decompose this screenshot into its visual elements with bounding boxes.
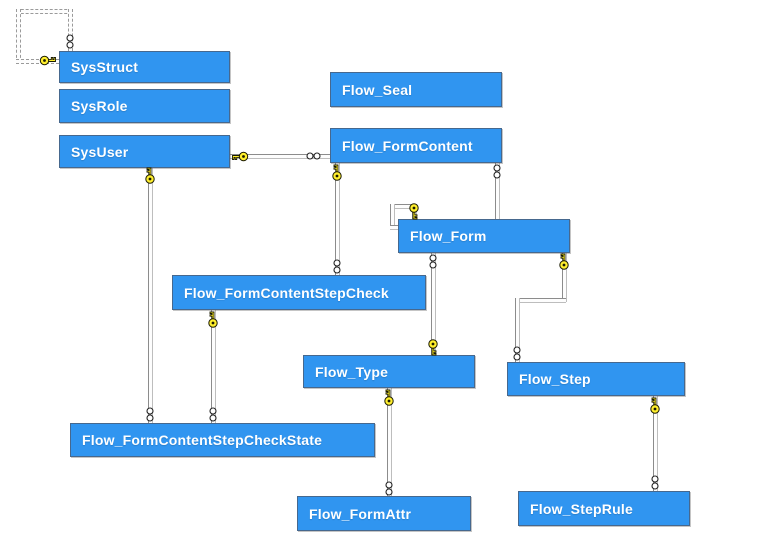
entity-flow-seal[interactable]: Flow_Seal [330, 72, 502, 107]
connector-sysuser-stepcheckstate[interactable] [148, 168, 153, 423]
entity-label: SysStruct [71, 59, 139, 75]
key-icon [427, 339, 439, 356]
entity-label: Flow_FormContentStepCheckState [82, 432, 323, 448]
key-icon [144, 167, 156, 184]
entity-flow-step[interactable]: Flow_Step [507, 362, 685, 396]
entity-label: Flow_FormContent [342, 137, 473, 154]
entity-label: Flow_Type [315, 363, 389, 380]
infinity-icon [146, 407, 154, 422]
connector-sysstruct-self[interactable] [16, 9, 72, 14]
infinity-icon [333, 259, 341, 274]
entity-flow-formattr[interactable]: Flow_FormAttr [297, 496, 471, 531]
connector-form-step[interactable] [562, 253, 567, 302]
entity-label: Flow_StepRule [530, 500, 633, 517]
infinity-icon [651, 475, 659, 490]
entity-flow-formcontent[interactable]: Flow_FormContent [330, 128, 502, 163]
infinity-icon [209, 407, 217, 422]
connector-step-steprule[interactable] [653, 396, 658, 491]
connector-flowform-self[interactable] [390, 204, 395, 229]
connector-type-form[interactable] [431, 253, 436, 355]
connector-formcontent-stepcheck[interactable] [335, 163, 340, 275]
key-icon [408, 203, 420, 220]
entity-label: SysRole [71, 98, 128, 114]
connector-form-step[interactable] [515, 298, 520, 362]
infinity-icon [385, 481, 393, 496]
infinity-icon [493, 164, 501, 179]
key-icon [232, 151, 249, 163]
infinity-icon [66, 34, 74, 49]
entity-sysrole[interactable]: SysRole [59, 89, 230, 123]
connector-form-step[interactable] [515, 298, 566, 303]
entity-flow-form[interactable]: Flow_Form [398, 219, 570, 253]
key-icon [207, 311, 219, 328]
connector-sysstruct-self[interactable] [68, 9, 73, 51]
entity-label: Flow_Seal [342, 81, 413, 98]
key-icon [39, 55, 57, 67]
connector-type-formattr[interactable] [387, 388, 392, 496]
connector-form-formcontent[interactable] [495, 163, 500, 219]
entity-flow-formcontentstepcheckstate[interactable]: Flow_FormContentStepCheckState [70, 423, 375, 457]
connector-flowform-self[interactable] [390, 225, 400, 230]
key-icon [558, 253, 570, 270]
connector-sysstruct-self[interactable] [16, 9, 21, 63]
entity-sysuser[interactable]: SysUser [59, 135, 230, 168]
key-icon [649, 397, 661, 414]
infinity-icon [306, 152, 321, 160]
entity-flow-formcontentstepcheck[interactable]: Flow_FormContentStepCheck [172, 275, 426, 310]
entity-flow-steprule[interactable]: Flow_StepRule [518, 491, 690, 526]
entity-label: Flow_FormAttr [309, 505, 412, 522]
infinity-icon [429, 254, 437, 269]
entity-flow-type[interactable]: Flow_Type [303, 355, 475, 388]
entity-label: Flow_Step [519, 371, 591, 387]
entity-label: SysUser [71, 143, 129, 160]
key-icon [383, 389, 395, 406]
connector-stepcheck-stepcheckstate[interactable] [211, 310, 216, 423]
entity-label: Flow_FormContentStepCheck [184, 284, 389, 301]
key-icon [331, 164, 343, 181]
connector-sysstruct-self[interactable] [16, 59, 59, 64]
infinity-icon [513, 346, 521, 361]
connector-sysuser-flowformcontent[interactable] [230, 154, 330, 159]
entity-label: Flow_Form [410, 228, 487, 244]
connector-flowform-self[interactable] [390, 204, 416, 209]
entity-sysstruct[interactable]: SysStruct [59, 51, 230, 83]
